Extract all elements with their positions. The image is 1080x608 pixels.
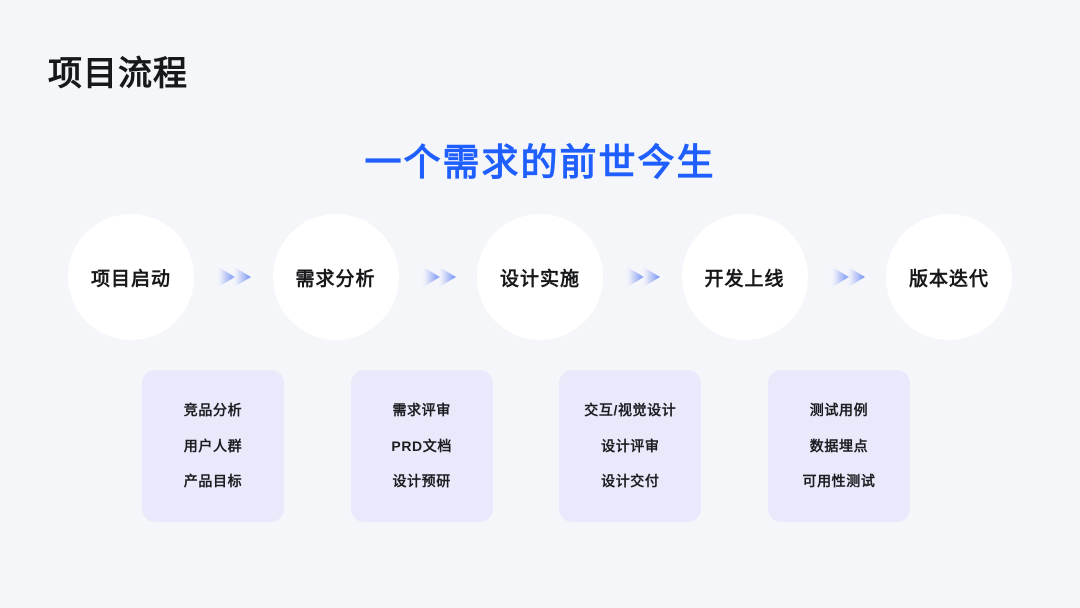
- detail-item: 设计预研: [392, 473, 451, 490]
- flow-step-2: 需求分析: [272, 214, 399, 340]
- detail-card-4: 测试用例 数据埋点 可用性测试: [767, 370, 910, 522]
- flow-step-label: 项目启动: [90, 268, 171, 290]
- detail-item: 产品目标: [183, 473, 243, 490]
- process-flow-diagram: 项目启动 需求分析: [68, 214, 1012, 340]
- detail-card-3: 交互/视觉设计 设计评审 设计交付: [559, 370, 702, 522]
- double-chevron-right-icon: [414, 262, 462, 292]
- detail-item: 交互/视觉设计: [584, 401, 677, 418]
- detail-item: PRD文档: [391, 437, 452, 454]
- detail-cards-row: 竞品分析 用户人群 产品目标 需求评审 PRD文档 设计预研 交互/视觉设计 设…: [142, 370, 910, 522]
- flow-step-5: 版本迭代: [886, 214, 1012, 340]
- double-chevron-right-icon: [823, 262, 871, 292]
- detail-item: 竞品分析: [183, 401, 243, 418]
- detail-card-2: 需求评审 PRD文档 设计预研: [350, 370, 493, 522]
- detail-item: 设计交付: [601, 473, 660, 490]
- detail-item: 测试用例: [809, 401, 869, 418]
- flow-step-label: 设计实施: [499, 268, 580, 290]
- double-chevron-right-icon: [618, 262, 666, 292]
- page-title: 项目流程: [48, 55, 188, 93]
- detail-item: 可用性测试: [802, 473, 876, 490]
- flow-step-label: 需求分析: [295, 268, 376, 290]
- detail-item: 用户人群: [183, 437, 243, 454]
- flow-step-label: 版本迭代: [908, 268, 989, 290]
- flow-step-4: 开发上线: [681, 214, 808, 340]
- detail-item: 需求评审: [392, 401, 451, 418]
- slide-subtitle: 一个需求的前世今生: [364, 142, 716, 183]
- detail-card-1: 竞品分析 用户人群 产品目标: [142, 370, 284, 522]
- flow-step-3: 设计实施: [477, 214, 603, 340]
- double-chevron-right-icon: [209, 262, 257, 292]
- flow-step-label: 开发上线: [704, 268, 785, 290]
- detail-item: 设计评审: [601, 437, 660, 454]
- flow-step-1: 项目启动: [68, 214, 194, 340]
- detail-item: 数据埋点: [809, 437, 869, 454]
